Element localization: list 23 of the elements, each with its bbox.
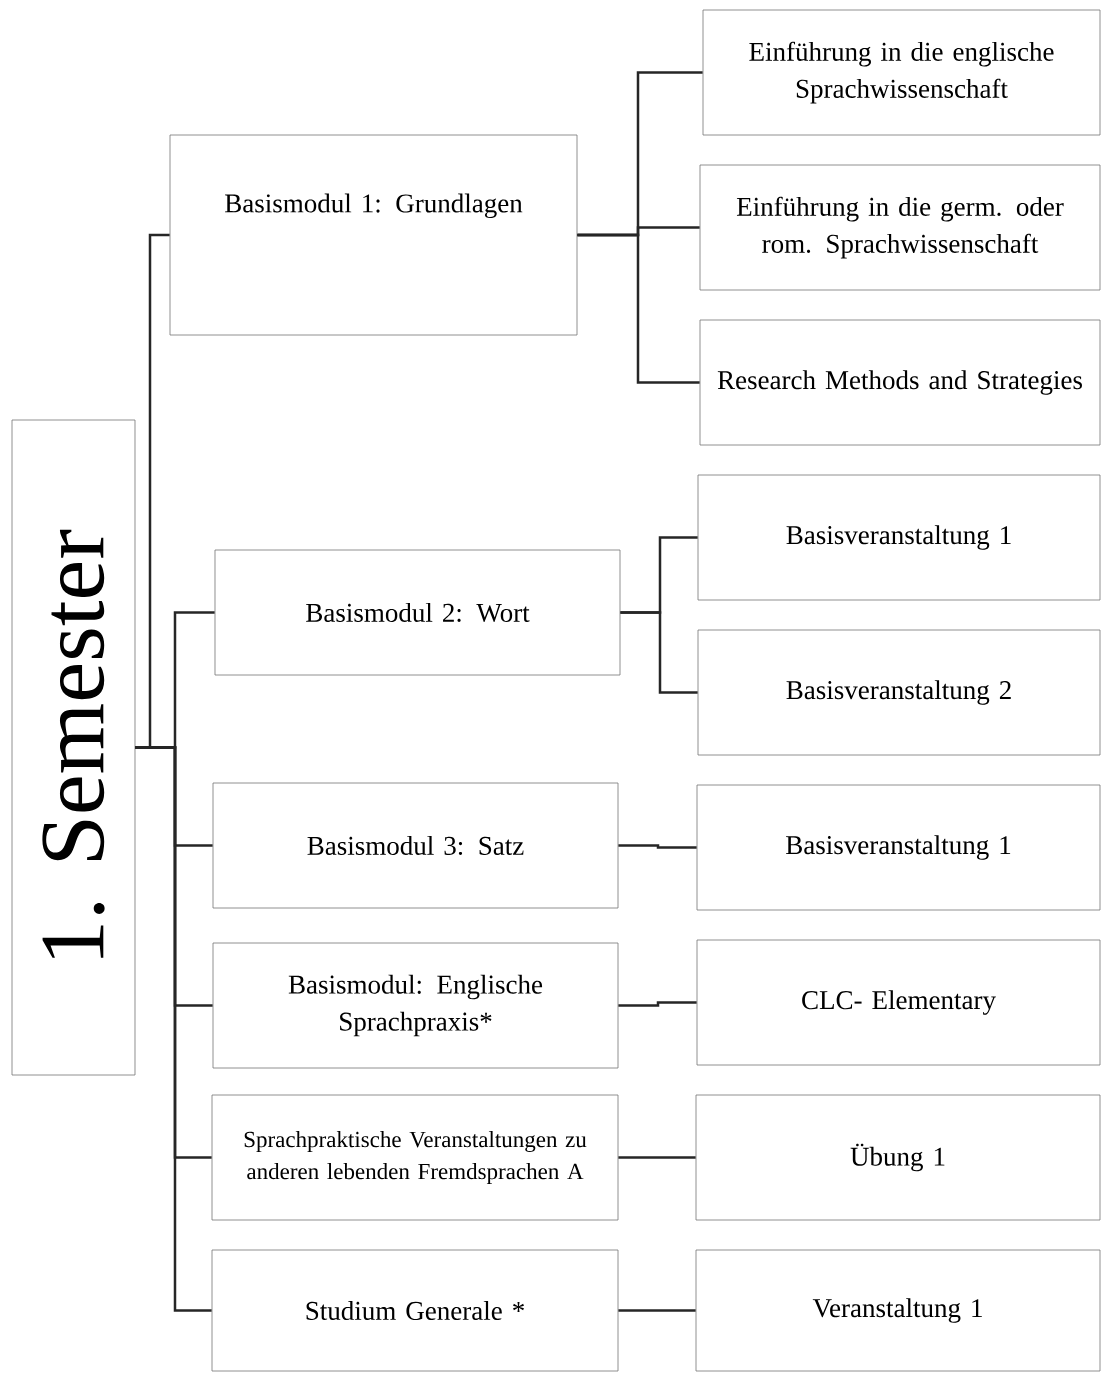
connector-line <box>620 611 698 694</box>
module-box: Basismodul 2: Wort <box>214 549 621 676</box>
course-box: Übung 1 <box>695 1094 1101 1221</box>
course-box: Einführung in die germ. oder rom. Sprachwissenschaft <box>699 164 1101 291</box>
course-box: Einführung in die englische Sprachwissenschaft <box>702 9 1101 136</box>
course-box: Basisveranstaltung 1 <box>697 474 1101 601</box>
connector-line <box>618 1001 697 1007</box>
module-box: Sprachpraktische Veranstaltungen zu anderen lebenden Fremdsprachen A <box>211 1094 619 1221</box>
module-box: Basismodul 1: Grundlagen <box>169 134 578 336</box>
connector-line <box>618 1309 696 1312</box>
connector-line <box>577 233 700 384</box>
module-box: Studium Generale * <box>211 1249 619 1372</box>
course-box: Research Methods and Strategies <box>699 319 1101 446</box>
course-box: Basisveranstaltung 2 <box>697 629 1101 756</box>
connector-line <box>618 1156 696 1159</box>
semester-box: 1. Semester <box>11 419 136 1076</box>
course-box: CLC- Elementary <box>696 939 1101 1066</box>
connector-line <box>618 844 697 849</box>
course-box: Veranstaltung 1 <box>695 1249 1101 1372</box>
module-box: Basismodul: Englische Sprachpraxis* <box>212 942 619 1069</box>
connector-line <box>135 746 212 1312</box>
course-box: Basisveranstaltung 1 <box>696 784 1101 911</box>
module-box: Basismodul 3: Satz <box>212 782 619 909</box>
